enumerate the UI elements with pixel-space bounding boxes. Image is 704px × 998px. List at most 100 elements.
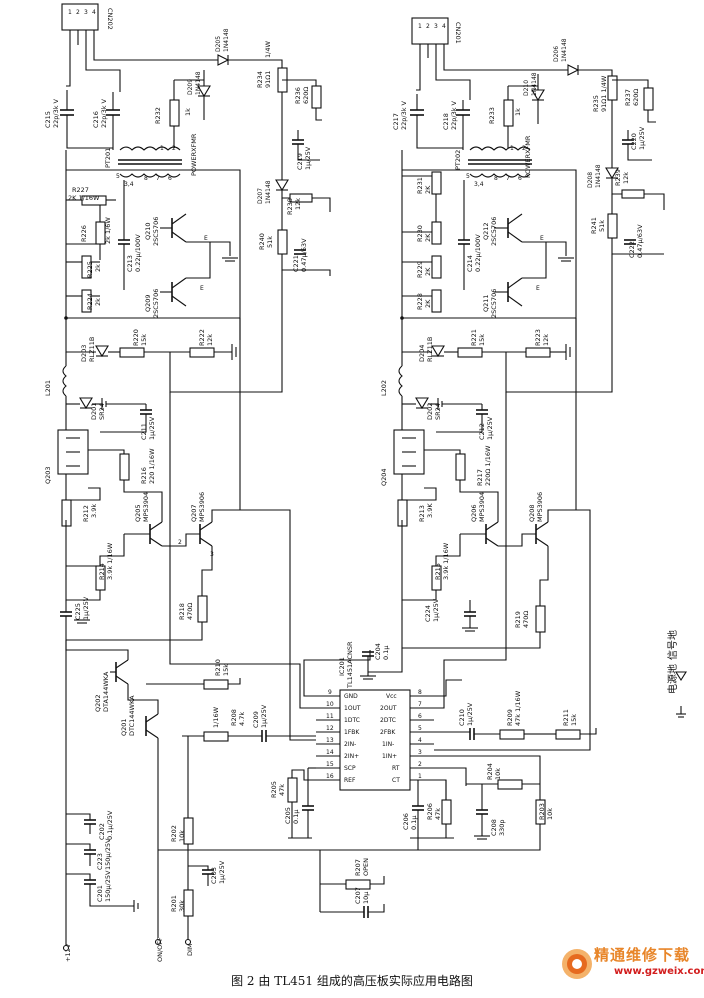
label-pt201: PT201 <box>104 148 112 168</box>
ic-pin-7-name: 2OUT <box>380 705 397 712</box>
label-q204: Q204 <box>380 468 388 486</box>
cn201-pin-4: 4 <box>442 23 446 30</box>
left-channel: C215 22p/3k V C216 22p/3k V R232 1k D209… <box>44 28 331 641</box>
pt202-pin-2: 2 <box>522 145 526 152</box>
value-r205: 47k <box>278 784 286 796</box>
label-r212: R212 <box>82 505 90 522</box>
value-c217: 22p/3k V <box>400 100 408 130</box>
value-r229: 2K <box>424 267 432 276</box>
value-q205: MPS3904 <box>142 492 150 522</box>
watermark-url: www.gzweix.com <box>614 966 704 977</box>
label-r213: R213 <box>418 505 426 522</box>
label-c206: C206 <box>402 813 410 830</box>
value-r211: 15k <box>570 714 578 726</box>
ic-pin-11-name: 1DTC <box>344 717 360 724</box>
ic-pin-13-name: 2IN- <box>344 741 356 748</box>
value-r216: 220 1/16W <box>148 448 156 484</box>
bottom-section: C204 0.1μ Q202 DTA144WKA Q201 DTC144WKA … <box>62 640 597 962</box>
ic201-ref: IC201 <box>338 657 346 676</box>
label-r211: R211 <box>562 709 570 726</box>
value-r233: 1k <box>514 108 522 116</box>
q209-pin-e: E <box>200 285 204 292</box>
value-r213: 3.9K <box>426 503 434 518</box>
label-c218: C218 <box>442 113 450 130</box>
label-c214: C214 <box>466 255 474 272</box>
ic-pin-1-name: CT <box>392 777 400 784</box>
value-r214: 3.9k 1/16W <box>106 542 114 580</box>
label-r234: R234 <box>256 71 264 88</box>
value-d206: 1N4148 <box>561 38 568 62</box>
value-r206: 47k <box>434 808 442 820</box>
label-r208: R208 <box>230 709 238 726</box>
label-r225: R225 <box>86 261 94 278</box>
ic-pin-9-num: 9 <box>328 689 332 696</box>
label-q202: Q202 <box>94 694 102 712</box>
value-c220: 1μ/25V <box>638 126 646 150</box>
value-q207: MPS3906 <box>198 492 206 522</box>
value-d202: SR24 <box>434 403 442 420</box>
label-r232: R232 <box>154 107 162 124</box>
label-c201: C201 <box>96 885 104 902</box>
cn201-pin-2: 2 <box>426 23 430 30</box>
ic-pin-16-num: 16 <box>326 773 334 780</box>
ground-legend: 电源地 信号地 <box>666 630 687 718</box>
pt201-pin-5: 5 <box>116 173 120 180</box>
label-d201: D201 <box>90 403 98 420</box>
label-c204: C204 <box>374 643 382 660</box>
label-c213: C213 <box>126 255 134 272</box>
figure-caption: 图 2 由 TL451 组成的高压板实际应用电路图 <box>231 974 473 988</box>
ic-pin-4-name: 1IN- <box>382 741 394 748</box>
ic-pin-7-num: 7 <box>418 701 422 708</box>
label-r202: R202 <box>170 825 178 842</box>
value-r235: 91Ω1 1/4W <box>600 75 608 112</box>
value-q201: DTC144WKA <box>128 695 136 736</box>
value-d208: 1N4148 <box>595 164 602 188</box>
label-r231: R231 <box>416 177 424 194</box>
label-c223: C223 <box>96 853 104 870</box>
value-r231: 2K <box>424 185 432 194</box>
label-c208: C208 <box>490 819 498 836</box>
legend-signal-ground: 信号地 <box>666 630 679 660</box>
value-r212: 3.9k <box>90 504 98 518</box>
label-q210: Q210 <box>144 222 152 240</box>
value-r227: 2K 1/16W <box>68 194 100 202</box>
label-r224: R224 <box>86 293 94 310</box>
label-r222: R222 <box>198 329 206 346</box>
value-r221: 15k <box>478 334 486 346</box>
ic-pin-15-num: 15 <box>326 761 334 768</box>
label-r216: R216 <box>140 467 148 484</box>
label-c203: C203 <box>210 867 218 884</box>
pt201-pin-8: 8 <box>144 175 148 182</box>
q211-pin-e: E <box>536 285 540 292</box>
label-r209: R209 <box>506 709 514 726</box>
value-c201: 150μ/25V <box>104 870 112 902</box>
ic-pin-9-name: GND <box>344 693 358 700</box>
label-c221: C221 <box>292 255 300 272</box>
value-c216: 22p/3k V <box>100 98 108 128</box>
value-c213: 0.22μ/100V <box>134 234 142 272</box>
ic-pin-2-name: RT <box>392 765 400 772</box>
value-r237: 620Ω <box>632 89 640 106</box>
cn202-pin-2: 2 <box>76 9 80 16</box>
label-c215: C215 <box>44 111 52 128</box>
label-r215: R215 <box>434 563 442 580</box>
q207-pin-2: 2 <box>178 539 182 546</box>
pt202-pin-8: 8 <box>494 175 498 182</box>
label-q209: Q209 <box>144 294 152 312</box>
label-c205: C205 <box>284 807 292 824</box>
ic-pin-14-name: 2IN+ <box>344 753 359 760</box>
label-r226: R226 <box>80 225 88 242</box>
value-q208: MPS3906 <box>536 492 544 522</box>
label-d205: D205 <box>215 36 222 52</box>
ic-pin-2-num: 2 <box>418 761 422 768</box>
label-d204: D204 <box>418 345 426 362</box>
label-r221: R221 <box>470 329 478 346</box>
label-r204: R204 <box>486 763 494 780</box>
label-q206: Q206 <box>470 504 478 522</box>
ic-pin-6-name: 2DTC <box>380 717 396 724</box>
label-r233: R233 <box>488 107 496 124</box>
value-c202: 0.1μ/25V <box>106 810 114 840</box>
value-c222: 0.47μ/63V <box>636 224 644 258</box>
label-r230: R230 <box>416 225 424 242</box>
label-r207: R207 <box>354 859 362 876</box>
